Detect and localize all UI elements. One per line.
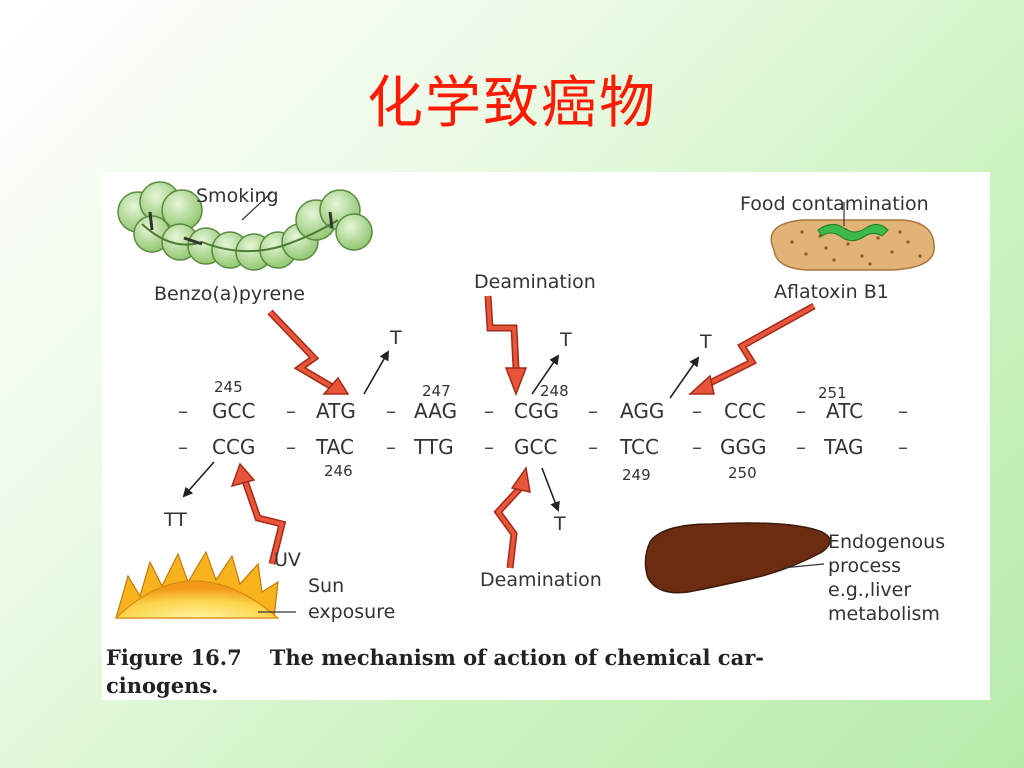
contaminated-food-icon bbox=[770, 202, 935, 271]
codon-top: AGG bbox=[620, 399, 664, 423]
mechanism-diagram: Smoking Benzo(a)pyrene Food contaminatio… bbox=[114, 181, 945, 625]
svg-text:–: – bbox=[178, 435, 188, 459]
codon-top: ATC bbox=[826, 399, 863, 423]
aflatoxin-arrow bbox=[706, 302, 816, 388]
codon-number-251: 251 bbox=[818, 384, 847, 402]
uv-label: UV bbox=[274, 549, 301, 571]
benzopyrene-label: Benzo(a)pyrene bbox=[154, 283, 305, 305]
svg-text:–: – bbox=[898, 399, 908, 423]
codon-number-245: 245 bbox=[214, 378, 243, 396]
mutation-tt-label: TT bbox=[163, 509, 187, 531]
codon-bottom: TAG bbox=[823, 435, 864, 459]
metabolism-label: metabolism bbox=[828, 603, 940, 625]
codon-number-247: 247 bbox=[422, 382, 451, 400]
svg-text:–: – bbox=[386, 399, 396, 423]
bottom-dna-strand: – CCG – TAC – TTG – GCC – TCC – GGG – TA… bbox=[178, 435, 908, 459]
svg-text:–: – bbox=[484, 399, 494, 423]
liver-example-label: e.g.,liver bbox=[828, 579, 911, 601]
mutation-t-label-3: T bbox=[699, 331, 712, 353]
svg-text:–: – bbox=[898, 435, 908, 459]
deamination-top-label: Deamination bbox=[474, 271, 596, 293]
codon-number-250: 250 bbox=[728, 464, 757, 482]
codon-top: AAG bbox=[414, 399, 457, 423]
endogenous-label: Endogenous bbox=[828, 531, 945, 553]
svg-text:–: – bbox=[692, 399, 702, 423]
smoking-label: Smoking bbox=[196, 185, 279, 207]
codon-number-249: 249 bbox=[622, 466, 651, 484]
svg-text:–: – bbox=[386, 435, 396, 459]
svg-text:–: – bbox=[796, 399, 806, 423]
benzopyrene-molecule-icon bbox=[117, 181, 373, 271]
codon-bottom: TCC bbox=[619, 435, 659, 459]
codon-number-248: 248 bbox=[540, 382, 569, 400]
svg-text:–: – bbox=[484, 435, 494, 459]
slide-title: 化学致癌物 bbox=[367, 71, 657, 136]
codon-bottom: TTG bbox=[413, 435, 454, 459]
liver-icon bbox=[644, 522, 831, 594]
process-label: process bbox=[828, 555, 901, 577]
caption-text-line-2: cinogens. bbox=[106, 673, 219, 698]
codon-bottom: CCG bbox=[212, 435, 255, 459]
caption-text-line-1: The mechanism of action of chemical car- bbox=[269, 645, 764, 670]
deamination-bottom-label: Deamination bbox=[480, 569, 602, 591]
svg-text:–: – bbox=[796, 435, 806, 459]
codon-bottom: TAC bbox=[315, 435, 354, 459]
sun-icon bbox=[114, 550, 296, 619]
food-contamination-label: Food contamination bbox=[740, 193, 929, 215]
svg-text:–: – bbox=[286, 399, 296, 423]
codon-top: CCC bbox=[724, 399, 766, 423]
top-dna-strand: – GCC – ATG – AAG – CGG – AGG – CCC – AT… bbox=[178, 399, 908, 423]
mutation-t-label-1: T bbox=[389, 327, 402, 349]
codon-top: GCC bbox=[212, 399, 255, 423]
mutation-t-label-4: T bbox=[553, 513, 566, 535]
figure-caption: Figure 16.7 The mechanism of action of ch… bbox=[106, 644, 984, 700]
codon-bottom: GCC bbox=[514, 435, 557, 459]
aflatoxin-label: Aflatoxin B1 bbox=[774, 281, 889, 303]
exposure-label: exposure bbox=[308, 601, 395, 623]
carcinogen-arrows bbox=[230, 295, 816, 569]
mutation-t-label-2: T bbox=[559, 329, 572, 351]
svg-text:–: – bbox=[286, 435, 296, 459]
svg-text:–: – bbox=[588, 399, 598, 423]
svg-text:–: – bbox=[692, 435, 702, 459]
deamination-top-arrow bbox=[484, 295, 520, 369]
figure-panel: Smoking Benzo(a)pyrene Food contaminatio… bbox=[102, 172, 990, 700]
codon-number-246: 246 bbox=[324, 462, 353, 480]
codon-top: CGG bbox=[514, 399, 559, 423]
codon-top: ATG bbox=[316, 399, 356, 423]
caption-figure-number: Figure 16.7 bbox=[106, 645, 242, 670]
svg-text:–: – bbox=[178, 399, 188, 423]
svg-text:–: – bbox=[588, 435, 598, 459]
mutation-arrows bbox=[182, 350, 700, 512]
sun-label: Sun bbox=[308, 575, 344, 597]
codon-bottom: GGG bbox=[720, 435, 767, 459]
